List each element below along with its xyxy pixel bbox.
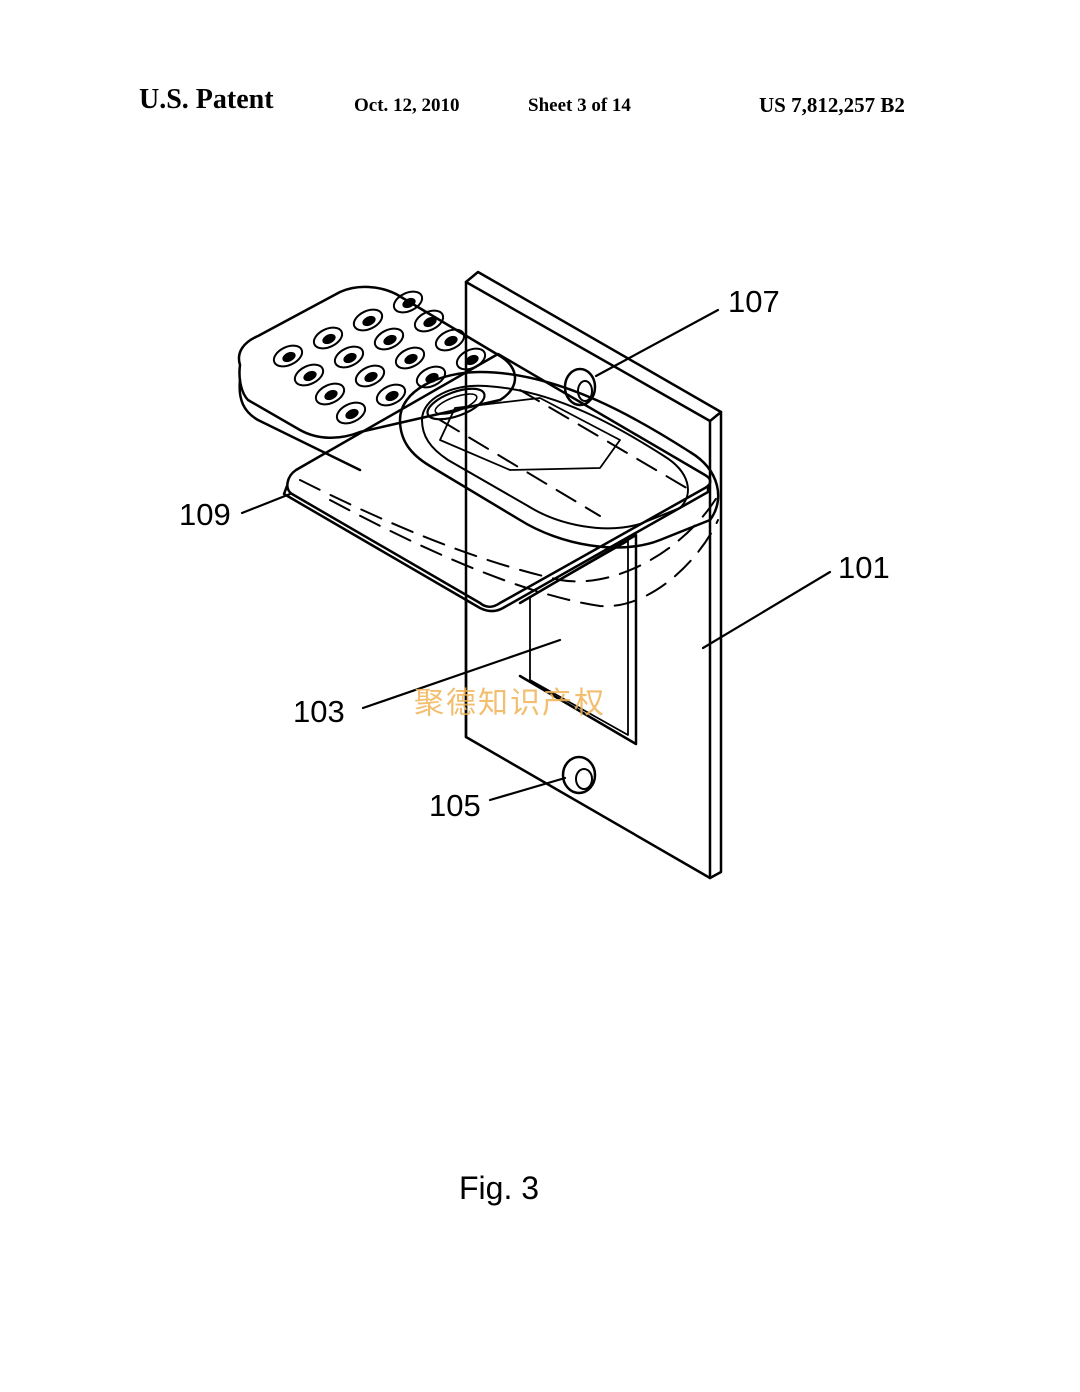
leader-lines xyxy=(240,308,832,802)
keypad-key xyxy=(434,328,466,352)
keypad-key-glyph xyxy=(404,353,418,365)
keypad-key-glyph xyxy=(465,354,479,366)
ref-label-101: 101 xyxy=(838,550,890,585)
keypad-key xyxy=(352,308,384,332)
patent-title: U.S. Patent xyxy=(139,84,274,115)
keypad-key-glyph xyxy=(303,370,317,382)
keypad-key xyxy=(312,326,344,350)
keypad-key-glyph xyxy=(345,408,359,420)
keypad-key-glyph xyxy=(425,372,439,384)
watermark: 聚德知识产权 xyxy=(414,686,606,721)
keypad xyxy=(272,290,487,425)
outlet-opening xyxy=(518,533,638,746)
screw-lower xyxy=(561,755,597,795)
phone-hidden-lines xyxy=(299,389,721,608)
keypad-key xyxy=(354,364,386,388)
keypad-key xyxy=(335,401,367,425)
keypad-key-glyph xyxy=(385,390,399,402)
keypad-key xyxy=(333,345,365,369)
patent-date: Oct. 12, 2010 xyxy=(354,95,460,116)
keypad-key xyxy=(394,346,426,370)
keypad-key-glyph xyxy=(343,352,357,364)
keypad-key-glyph xyxy=(402,297,416,309)
keypad-key-glyph xyxy=(383,334,397,346)
keypad-key-glyph xyxy=(322,333,336,345)
keypad-key-glyph xyxy=(362,315,376,327)
keypad-key xyxy=(413,309,445,333)
ref-label-107: 107 xyxy=(728,284,780,319)
ref-label-109: 109 xyxy=(179,497,231,532)
cell-phone xyxy=(237,285,720,549)
shelf xyxy=(282,352,712,613)
ref-label-105: 105 xyxy=(429,788,481,823)
keypad-key xyxy=(314,382,346,406)
sheet-number: Sheet 3 of 14 xyxy=(528,95,631,116)
keypad-key xyxy=(272,344,304,368)
keypad-key-glyph xyxy=(324,389,338,401)
keypad-key xyxy=(375,383,407,407)
wall-plate xyxy=(464,270,723,880)
ref-label-103: 103 xyxy=(293,694,345,729)
screw-upper xyxy=(563,367,597,407)
keypad-key-glyph xyxy=(423,316,437,328)
keypad-key xyxy=(415,365,447,389)
figure-caption: Fig. 3 xyxy=(459,1170,540,1206)
keypad-key xyxy=(373,327,405,351)
keypad-key xyxy=(392,290,424,314)
keypad-key-glyph xyxy=(444,335,458,347)
keypad-key-glyph xyxy=(364,371,378,383)
patent-number: US 7,812,257 B2 xyxy=(759,93,905,117)
keypad-key-glyph xyxy=(282,351,296,363)
keypad-key xyxy=(455,347,487,371)
keypad-key xyxy=(293,363,325,387)
